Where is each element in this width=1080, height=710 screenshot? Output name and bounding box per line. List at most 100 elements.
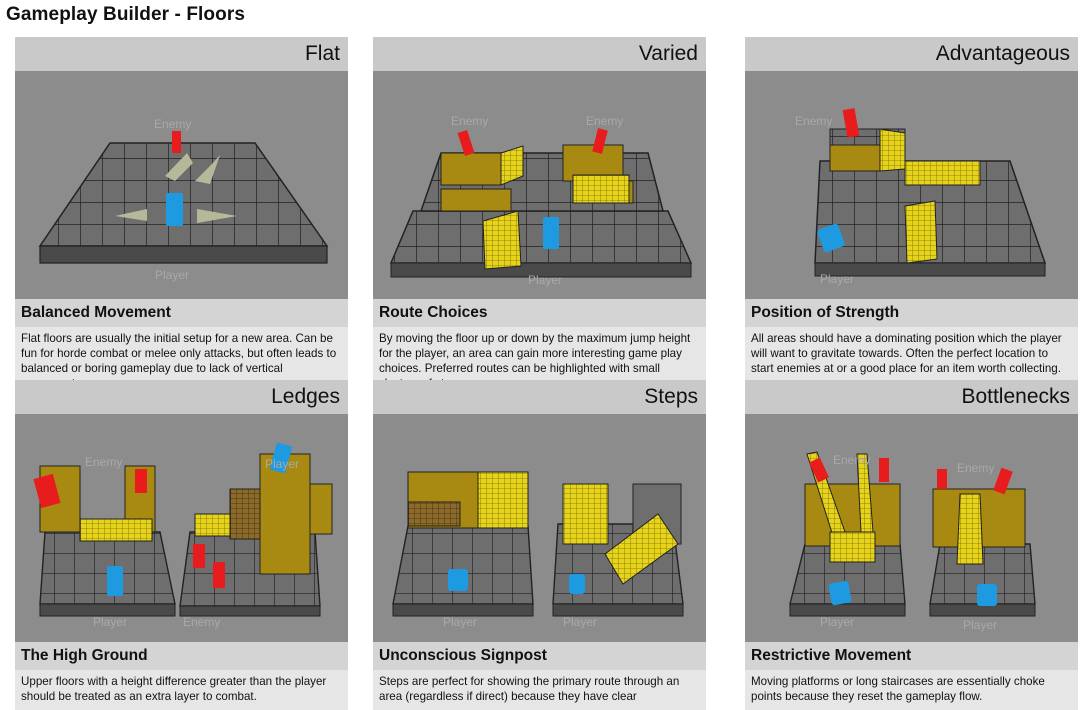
- card-title: Flat: [304, 42, 340, 65]
- steps-right-top: [562, 483, 609, 545]
- card-subtitle: Position of Strength: [751, 304, 900, 321]
- card-description: Upper floors with a height difference gr…: [21, 675, 327, 703]
- steps-lower: [904, 200, 938, 264]
- enemy-marker: [213, 562, 225, 588]
- enemy-marker: [193, 544, 205, 568]
- enemy-marker: [842, 108, 860, 138]
- floor-edge: [814, 262, 1046, 277]
- steps-right: [194, 513, 231, 537]
- raised-block: [829, 144, 881, 172]
- card-subheader: Route Choices: [373, 299, 706, 327]
- card-description: Moving platforms or long staircases are …: [751, 675, 1045, 703]
- steps-bridge: [79, 518, 153, 542]
- arrow-left-icon: [115, 209, 147, 221]
- card-flat: Flat Enemy Player Balanced Movement Flat…: [15, 37, 348, 397]
- enemy-marker: [879, 458, 889, 482]
- card-subheader: Balanced Movement: [15, 299, 348, 327]
- player-marker: [166, 193, 183, 226]
- floor-edge: [390, 262, 692, 278]
- steps-left: [477, 471, 529, 529]
- card-title: Steps: [644, 385, 698, 408]
- label-player: Player: [528, 273, 562, 287]
- label-player: Player: [265, 457, 299, 471]
- card-subheader: Unconscious Signpost: [373, 642, 706, 670]
- label-enemy: Enemy: [586, 114, 623, 128]
- card-steps: Steps Player Player Unconscious Signpost…: [373, 380, 706, 710]
- label-enemy: Enemy: [957, 461, 994, 475]
- player-marker: [569, 574, 585, 594]
- card-title: Advantageous: [935, 42, 1070, 65]
- label-player: Player: [820, 272, 854, 286]
- page-title: Gameplay Builder - Floors: [6, 4, 245, 25]
- arrow-right-icon: [197, 209, 237, 223]
- player-marker: [828, 580, 852, 606]
- lower-floor: [389, 210, 693, 264]
- player-marker: [817, 223, 845, 253]
- illustration-varied: Enemy Enemy Player: [373, 71, 706, 299]
- steps-ramp: [604, 513, 679, 585]
- player-marker: [448, 569, 468, 591]
- card-subtitle: Route Choices: [379, 304, 488, 321]
- card-description: By moving the floor up or down by the ma…: [379, 332, 691, 390]
- ledges-floor-diagram: Enemy Player Player Enemy: [33, 442, 333, 629]
- card-description: Steps are perfect for showing the primar…: [379, 675, 680, 703]
- card-header: Bottlenecks: [745, 380, 1078, 414]
- label-player: Player: [820, 615, 854, 629]
- enemy-marker: [993, 467, 1013, 495]
- steps-top: [879, 128, 906, 172]
- bottlenecks-floor-diagram: Enemy Enemy Player Player: [789, 451, 1036, 632]
- narrow-stair: [956, 493, 984, 565]
- wood-steps: [407, 501, 461, 527]
- illustration-bottlenecks: Enemy Enemy Player Player: [745, 414, 1078, 642]
- card-varied: Varied Enemy Enemy Player Route Choices: [373, 37, 706, 397]
- card-advantageous: Advantageous Enemy Player Position of St…: [745, 37, 1078, 382]
- label-player: Player: [443, 615, 477, 629]
- floor-edge: [39, 245, 328, 264]
- steps-mid: [904, 160, 981, 186]
- card-bottlenecks: Bottlenecks Enemy Enemy Player: [745, 380, 1078, 710]
- label-enemy: Enemy: [154, 117, 191, 131]
- enemy-marker: [33, 473, 61, 509]
- card-header: Steps: [373, 380, 706, 414]
- illustration-ledges: Enemy Player Player Enemy: [15, 414, 348, 642]
- steps-left: [500, 145, 524, 186]
- label-player: Player: [93, 615, 127, 629]
- card-subtitle: Balanced Movement: [21, 304, 171, 321]
- label-player: Player: [963, 618, 997, 632]
- player-marker: [270, 442, 292, 474]
- card-title: Varied: [638, 42, 698, 65]
- card-title: Bottlenecks: [961, 385, 1070, 408]
- card-header: Ledges: [15, 380, 348, 414]
- floor-left: [392, 525, 534, 605]
- raised-block-left: [440, 152, 502, 186]
- label-enemy: Enemy: [795, 114, 832, 128]
- arrow-up-left-icon: [165, 153, 193, 181]
- label-enemy: Enemy: [183, 615, 220, 629]
- varied-floor-diagram: Enemy Enemy Player: [389, 114, 693, 287]
- enemy-marker: [937, 469, 947, 489]
- ledge-left: [440, 188, 512, 212]
- card-description: All areas should have a dominating posit…: [751, 332, 1062, 375]
- illustration-advantageous: Enemy Player: [745, 71, 1078, 299]
- card-subheader: Position of Strength: [745, 299, 1078, 327]
- card-subheader: The High Ground: [15, 642, 348, 670]
- card-header: Flat: [15, 37, 348, 71]
- illustration-flat: Enemy Player: [15, 71, 348, 299]
- player-marker: [543, 217, 559, 249]
- player-marker: [977, 584, 997, 606]
- card-header: Advantageous: [745, 37, 1078, 71]
- card-subheader: Restrictive Movement: [745, 642, 1078, 670]
- card-subtitle: The High Ground: [21, 647, 148, 664]
- enemy-marker: [457, 130, 475, 156]
- flat-floor-diagram: Enemy Player: [38, 117, 329, 282]
- card-subtitle: Unconscious Signpost: [379, 647, 547, 664]
- label-enemy: Enemy: [85, 455, 122, 469]
- enemy-marker: [172, 131, 181, 153]
- label-enemy: Enemy: [451, 114, 488, 128]
- label-player: Player: [563, 615, 597, 629]
- steps-base: [829, 531, 876, 563]
- label-player: Player: [155, 268, 189, 282]
- enemy-marker: [808, 457, 830, 483]
- illustration-steps: Player Player: [373, 414, 706, 642]
- label-enemy: Enemy: [833, 453, 870, 467]
